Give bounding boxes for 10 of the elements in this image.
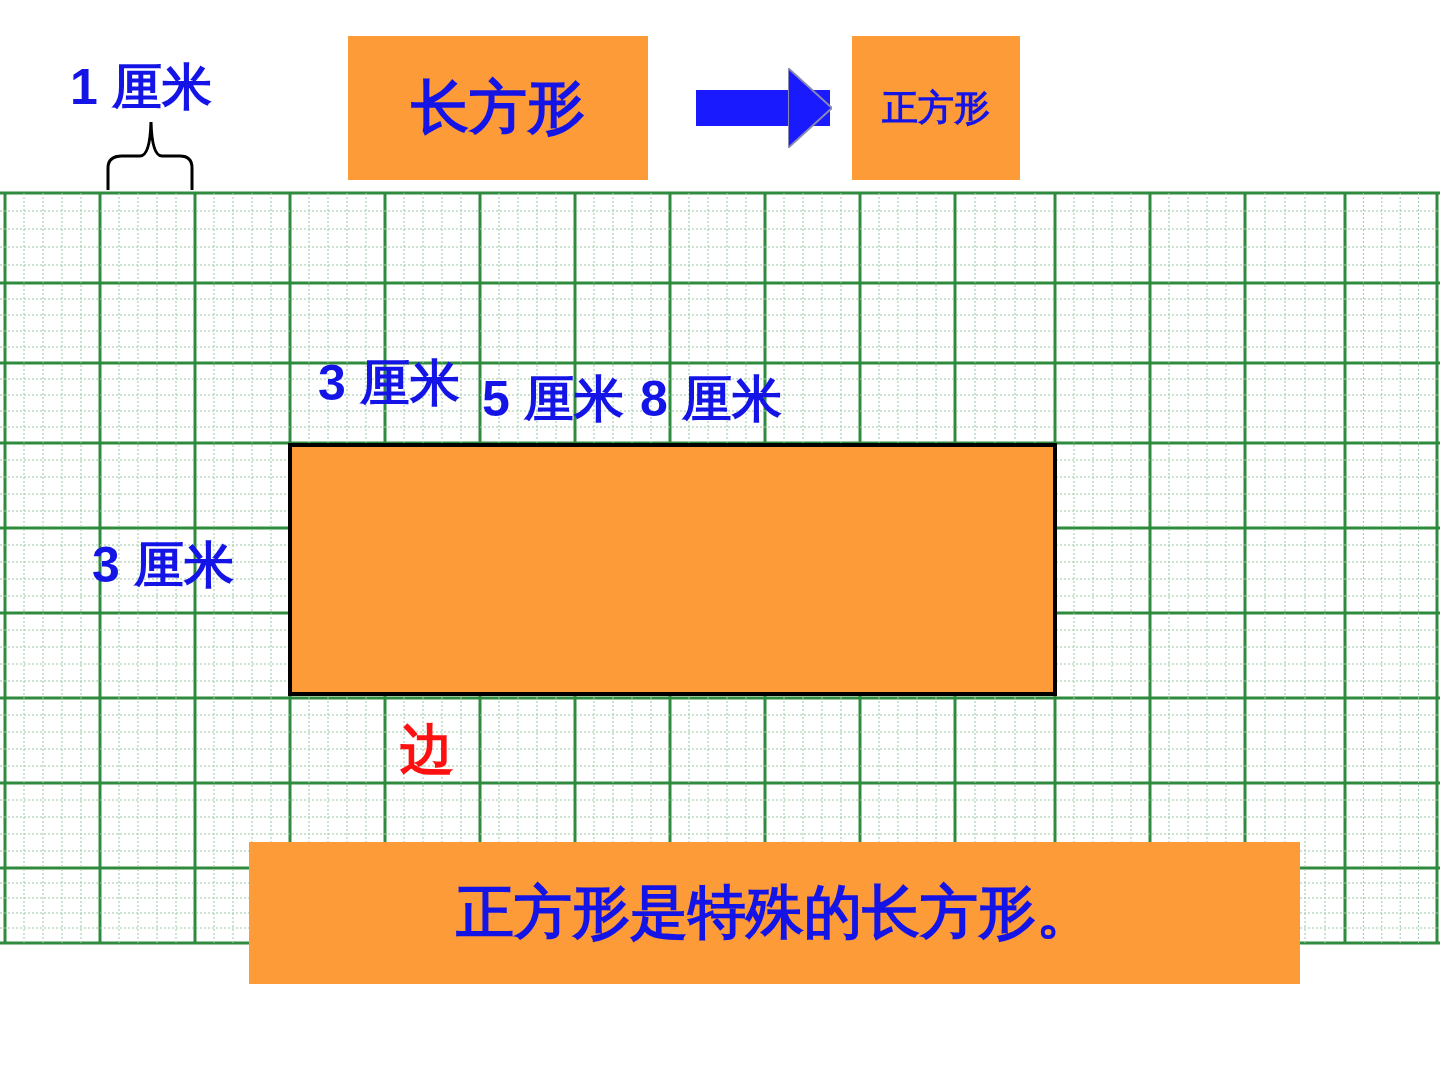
box-text: 长方形	[411, 73, 585, 141]
text-box	[852, 36, 1020, 180]
text-box	[348, 36, 648, 180]
box-text: 正方形是特殊的长方形。	[455, 878, 1094, 946]
side-label: 边	[400, 722, 454, 776]
measure-label: 1 厘米	[70, 62, 212, 112]
text-box	[249, 842, 1300, 984]
rectangle-shape	[288, 443, 1057, 696]
arrow	[696, 67, 833, 149]
box-text: 正方形	[882, 85, 990, 130]
